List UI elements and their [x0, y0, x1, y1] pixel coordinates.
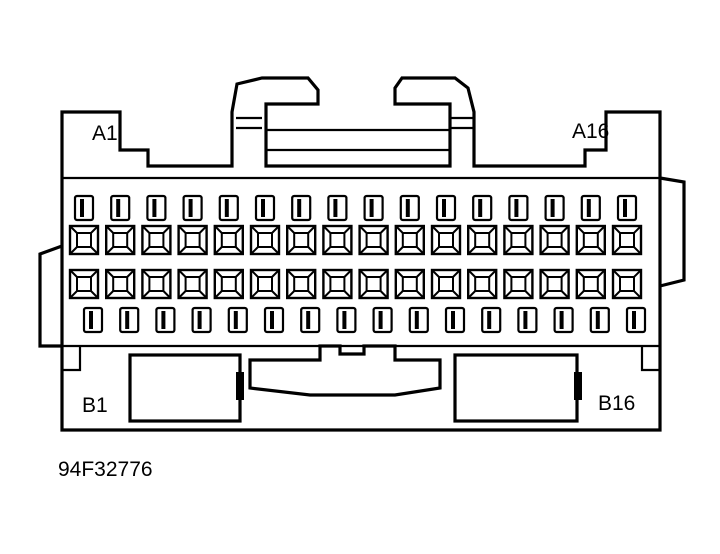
lower-cavity-10 — [394, 268, 425, 300]
upper-cavity-9 — [358, 224, 389, 256]
b-terminal-3 — [155, 306, 176, 334]
a-terminal-14 — [544, 194, 565, 222]
lower-cavity-11 — [430, 268, 462, 300]
cavity-row-upper — [68, 224, 643, 256]
label-a16: A16 — [572, 120, 609, 143]
a-terminal-3 — [146, 194, 167, 222]
lower-cavity-14 — [539, 268, 570, 300]
lower-cavity-7 — [286, 268, 317, 300]
b-terminal-13 — [517, 306, 538, 334]
upper-cavity-12 — [467, 224, 498, 256]
lower-cavity-8 — [322, 268, 353, 300]
a-terminal-4 — [182, 194, 203, 222]
b-terminal-7 — [300, 306, 321, 334]
b-terminal-6 — [263, 306, 285, 334]
housing-lower-step — [62, 346, 660, 372]
upper-cavity-2 — [104, 224, 136, 256]
upper-cavity-8 — [322, 224, 353, 256]
upper-cavity-15 — [575, 224, 606, 256]
lower-center-key — [248, 344, 442, 397]
b-terminal-12 — [481, 306, 502, 334]
b-terminal-5 — [227, 306, 248, 334]
a-terminal-5 — [218, 194, 239, 222]
label-a1: A1 — [92, 122, 118, 145]
lower-cavity-1 — [68, 268, 100, 300]
a-terminal-12 — [472, 194, 493, 222]
upper-cavity-1 — [68, 224, 100, 256]
b-terminal-8 — [336, 306, 357, 334]
b-terminal-15 — [589, 306, 610, 334]
b-terminal-16 — [625, 306, 647, 334]
lower-cavity-5 — [213, 268, 245, 300]
lower-cavity-6 — [249, 268, 281, 300]
connector-housing-outline — [60, 76, 662, 432]
left-side-bracket — [38, 244, 63, 348]
upper-cavity-3 — [141, 224, 172, 256]
a-terminal-7 — [291, 194, 312, 222]
a-terminal-6 — [254, 194, 276, 222]
cavity-row-lower — [68, 268, 643, 300]
a-terminal-10 — [399, 194, 420, 222]
upper-cavity-5 — [213, 224, 245, 256]
b-terminal-2 — [119, 306, 140, 334]
upper-cavity-6 — [249, 224, 281, 256]
upper-cavity-7 — [286, 224, 317, 256]
a-terminal-2 — [110, 194, 131, 222]
label-b1: B1 — [82, 394, 108, 417]
latch-detail — [236, 116, 474, 152]
lower-lock-block-right — [453, 353, 582, 423]
lower-cavity-4 — [177, 268, 208, 300]
upper-cavity-10 — [394, 224, 425, 256]
a-terminal-11 — [435, 194, 457, 222]
b-terminal-4 — [191, 306, 212, 334]
b-terminal-14 — [553, 306, 574, 334]
a-terminal-16 — [616, 194, 638, 222]
b-terminal-9 — [372, 306, 393, 334]
lower-cavity-9 — [358, 268, 389, 300]
a-terminal-9 — [363, 194, 384, 222]
a-terminal-15 — [580, 194, 601, 222]
figure-code: 94F32776 — [58, 458, 153, 481]
upper-cavity-16 — [611, 224, 643, 256]
terminal-row-a — [73, 194, 638, 222]
lower-cavity-2 — [104, 268, 136, 300]
b-terminal-10 — [408, 306, 429, 334]
lower-cavity-16 — [611, 268, 643, 300]
lower-cavity-13 — [503, 268, 534, 300]
a-terminal-8 — [327, 194, 348, 222]
lower-cavity-3 — [141, 268, 172, 300]
upper-cavity-11 — [430, 224, 462, 256]
b-terminal-1 — [82, 306, 104, 334]
a-terminal-1 — [73, 194, 95, 222]
label-b16: B16 — [598, 392, 635, 415]
lower-cavity-15 — [575, 268, 606, 300]
upper-cavity-13 — [503, 224, 534, 256]
right-side-bracket — [659, 176, 686, 288]
a-terminal-13 — [508, 194, 529, 222]
terminal-row-b — [82, 306, 647, 334]
b-terminal-11 — [444, 306, 466, 334]
upper-cavity-14 — [539, 224, 570, 256]
upper-cavity-4 — [177, 224, 208, 256]
lower-cavity-12 — [467, 268, 498, 300]
lower-lock-block-left — [128, 353, 244, 423]
